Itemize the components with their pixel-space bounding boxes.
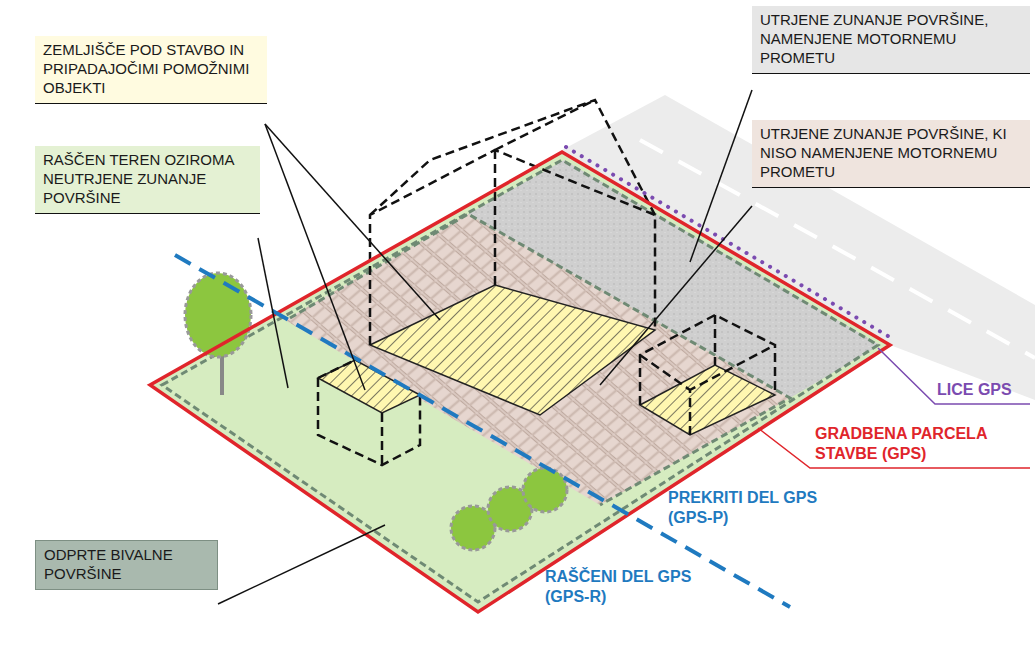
grass-area [150, 152, 890, 612]
tree [185, 273, 251, 357]
label-text: RAŠČEN TEREN OZIROMA NEUTRJENE ZUNANJE P… [43, 150, 252, 207]
label-box: ZEMLJIŠČE POD STAVBO IN PRIPADAJOČIMI PO… [35, 36, 267, 104]
label-text: ODPRTE BIVALNE POVRŠINE [44, 545, 209, 583]
parcel-boundary [150, 152, 890, 612]
label-text: ZEMLJIŠČE POD STAVBO IN PRIPADAJOČIMI PO… [43, 40, 259, 97]
label-box: ODPRTE BIVALNE POVRŠINE [35, 540, 218, 590]
label-box: UTRJENE ZUNANJE POVRŠINE, NAMENJENE MOTO… [752, 6, 1030, 74]
division-line [175, 255, 790, 607]
label-text: UTRJENE ZUNANJE POVRŠINE, KI NISO NAMENJ… [760, 124, 1022, 181]
grown-part-label: RAŠČENI DEL GPS (GPS-R) [545, 567, 715, 607]
open-living-outline [162, 160, 878, 602]
label-box: UTRJENE ZUNANJE POVRŠINE, KI NISO NAMENJ… [752, 120, 1030, 188]
front-line-leader [878, 348, 1030, 404]
bush [523, 468, 567, 512]
garage-footprint [640, 365, 775, 435]
building-wireframe [318, 100, 775, 465]
leader-line [218, 90, 752, 604]
paved-outline [290, 214, 790, 505]
label-text: UTRJENE ZUNANJE POVRŠINE, NAMENJENE MOTO… [760, 10, 1022, 67]
front-line-label: LICE GPS [937, 380, 1029, 400]
covered-part-label: PREKRITI DEL GPS (GPS-P) [668, 488, 838, 528]
label-box: RAŠČEN TEREN OZIROMA NEUTRJENE ZUNANJE P… [35, 146, 260, 214]
parcel-label: GRADBENA PARCELA STAVBE (GPS) [815, 424, 1030, 464]
